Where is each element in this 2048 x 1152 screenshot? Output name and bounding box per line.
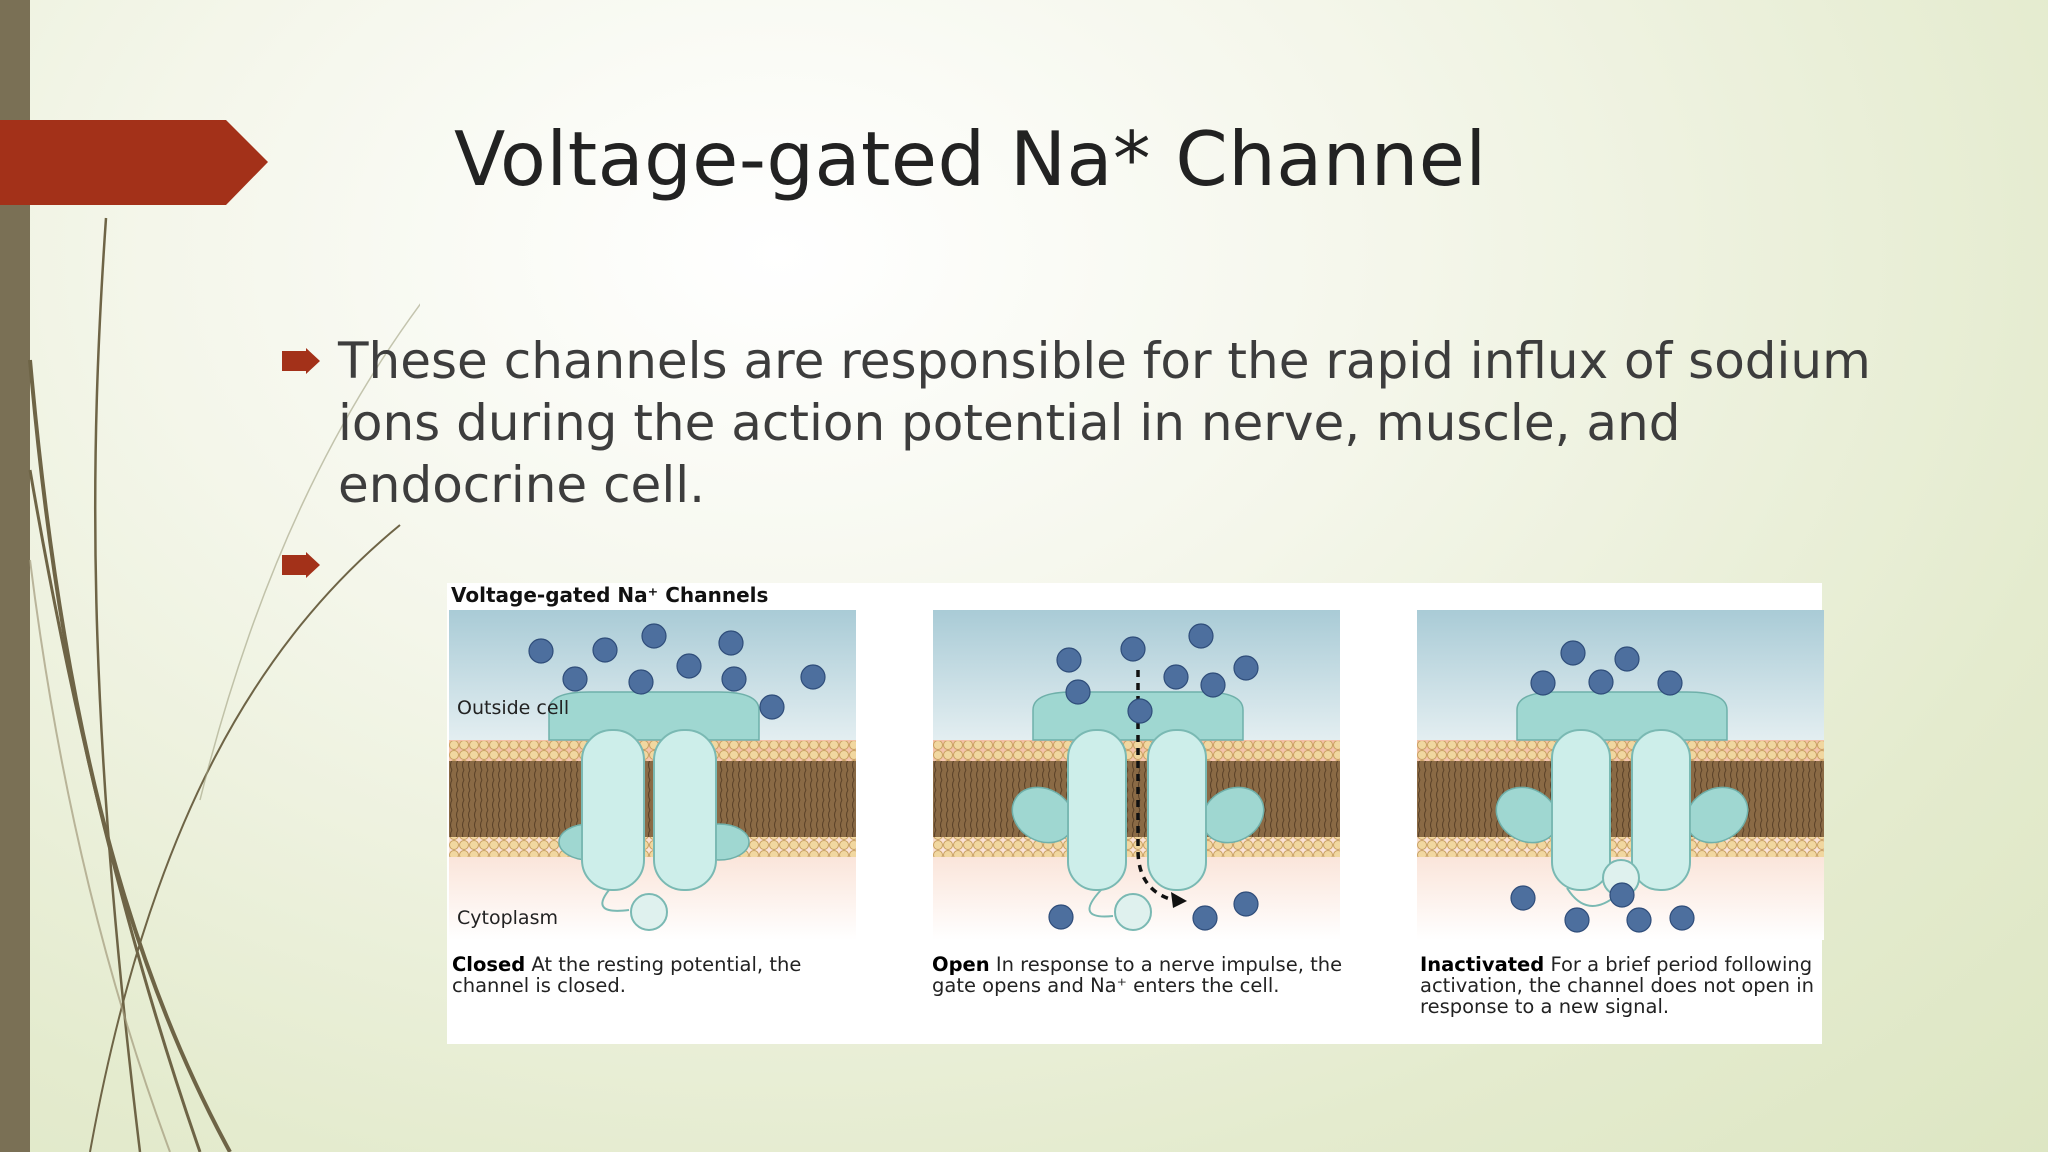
channel-figure: Voltage-gated Na⁺ Channels [447,583,1824,1044]
arrow-bullet-icon [282,348,320,374]
cytoplasm-label: Cytoplasm [457,907,558,929]
outside-cell-label: Outside cell [457,697,570,719]
bullet-list: These channels are responsible for the r… [282,330,1902,516]
caption-open: Open In response to a nerve impulse, the… [932,954,1352,996]
arrow-bullet-icon [282,552,320,578]
caption-open-text: In response to a nerve impulse, the gate… [932,953,1343,997]
caption-inactivated-text: For a brief period following activation,… [1420,953,1814,1018]
caption-inactivated: Inactivated For a brief period following… [1420,954,1822,1017]
decorative-swooshes [28,217,420,1152]
closed-channel-diagram [449,610,856,940]
caption-closed-text: At the resting potential, the channel is… [452,953,802,997]
open-channel-diagram [933,610,1340,940]
inactivated-channel-diagram [1417,610,1824,940]
slide-title: Voltage-gated Na* Channel [454,115,1487,203]
panel-closed: Outside cell Cytoplasm [449,610,856,940]
caption-open-state: Open [932,953,990,976]
title-accent-tab [0,120,268,205]
bullet-item: These channels are responsible for the r… [282,330,1902,516]
panel-inactivated [1417,610,1824,940]
bullet-text: These channels are responsible for the r… [338,332,1871,514]
figure-title: Voltage-gated Na⁺ Channels [451,583,769,607]
caption-closed: Closed At the resting potential, the cha… [452,954,852,996]
bullet-item-empty [282,552,320,582]
caption-closed-state: Closed [452,953,526,976]
panel-open [933,610,1340,940]
caption-inactivated-state: Inactivated [1420,953,1545,976]
